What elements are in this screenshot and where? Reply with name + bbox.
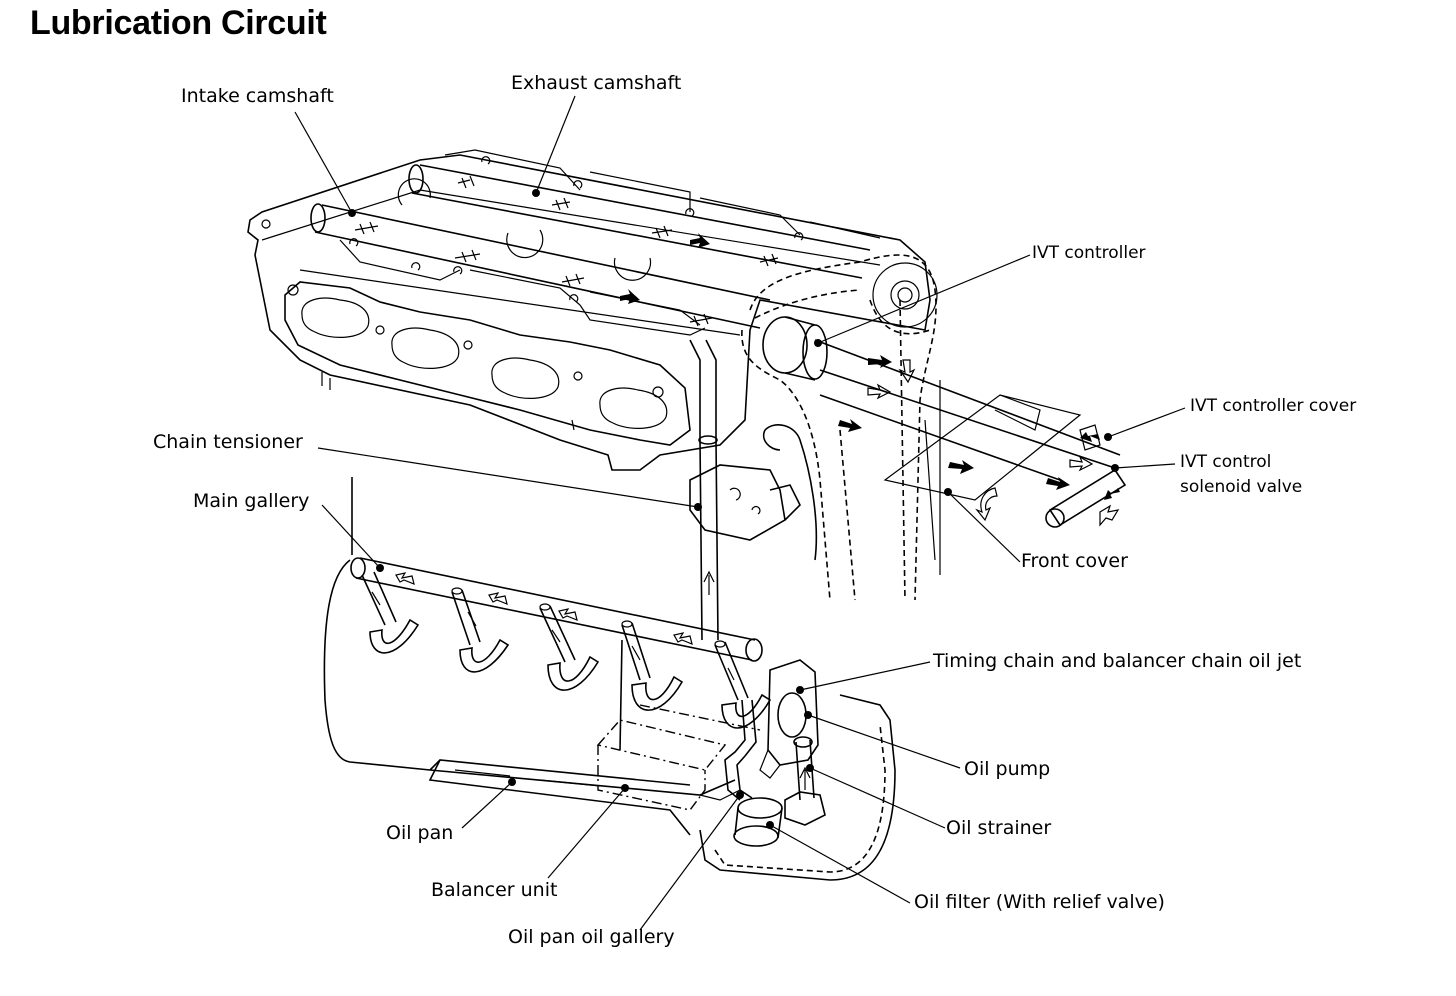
label-ivt-control-solenoid-line1: IVT control — [1180, 452, 1272, 472]
label-oil-strainer: Oil strainer — [946, 817, 1052, 839]
label-oil-filter: Oil filter (With relief valve) — [914, 891, 1165, 913]
label-ivt-controller: IVT controller — [1032, 243, 1146, 263]
label-front-cover: Front cover — [1021, 550, 1128, 572]
label-chain-tensioner: Chain tensioner — [153, 431, 303, 453]
label-main-gallery: Main gallery — [193, 490, 310, 512]
cylinder-block — [323, 477, 896, 881]
label-oil-pan: Oil pan — [386, 822, 454, 844]
leader-lines — [294, 95, 1186, 931]
label-exhaust-camshaft: Exhaust camshaft — [511, 72, 682, 94]
cylinder-head — [247, 149, 931, 471]
page-title: Lubrication Circuit — [30, 4, 327, 42]
label-timing-chain-oil-jet: Timing chain and balancer chain oil jet — [933, 650, 1302, 672]
label-oil-pump: Oil pump — [964, 758, 1051, 780]
flow-arrows — [620, 233, 1120, 527]
oil-pipes — [689, 339, 1127, 641]
label-ivt-control-solenoid-line2: solenoid valve — [1180, 477, 1303, 497]
label-intake-camshaft: Intake camshaft — [181, 85, 334, 107]
timing-chain-front — [689, 254, 938, 601]
label-balancer-unit: Balancer unit — [431, 879, 558, 901]
label-oil-pan-oil-gallery: Oil pan oil gallery — [508, 926, 675, 948]
label-ivt-controller-cover: IVT controller cover — [1190, 396, 1357, 416]
